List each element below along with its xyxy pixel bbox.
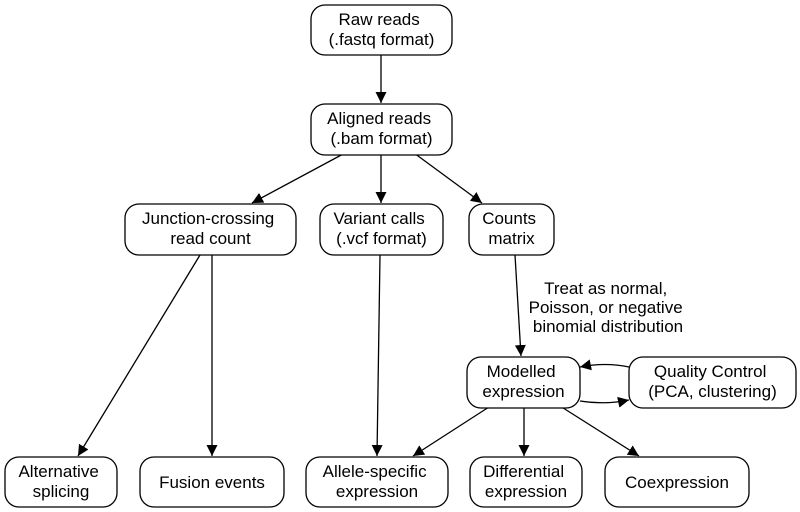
edge-label-line-2: Poisson, or negative bbox=[529, 298, 683, 317]
edge-aligned-to-counts bbox=[413, 152, 483, 204]
node-fusion-events-label: Fusion events bbox=[159, 473, 265, 492]
node-counts-matrix-label: Counts matrix bbox=[482, 209, 541, 248]
edge-qc-to-modelled bbox=[579, 359, 630, 371]
node-junction-line-1: Junction-crossing bbox=[142, 209, 274, 228]
node-qc-line-2: (PCA, clustering) bbox=[648, 382, 776, 401]
node-coexpression-line-1: Coexpression bbox=[625, 473, 729, 492]
node-aligned-reads: Aligned reads (.bam format) bbox=[310, 103, 453, 156]
node-raw-reads-line-1: Raw reads bbox=[339, 10, 420, 29]
edge-variant-to-allele bbox=[371, 254, 383, 457]
node-allele-specific-expression: Allele-specific expression bbox=[305, 456, 449, 508]
node-coexpression-label: Coexpression bbox=[625, 473, 729, 492]
node-alternative-splicing-label: Alternative splicing bbox=[18, 462, 103, 501]
node-junction-crossing-label: Junction-crossing read count bbox=[142, 209, 279, 248]
node-differential-line-2: expression bbox=[485, 482, 567, 501]
nodes: Raw reads (.fastq format) Aligned reads … bbox=[4, 4, 797, 508]
edge-label-line-1: Treat as normal, bbox=[544, 279, 667, 298]
node-raw-reads: Raw reads (.fastq format) bbox=[310, 4, 453, 56]
node-modelled-expression-label: Modelled expression bbox=[482, 362, 564, 401]
edge-aligned-to-junction bbox=[251, 152, 346, 204]
edge-modelled-to-coexpression bbox=[559, 405, 640, 457]
node-modelled-expression: Modelled expression bbox=[466, 356, 581, 409]
node-aligned-reads-line-2: (.bam format) bbox=[330, 129, 432, 148]
edge-counts-to-modelled bbox=[514, 254, 526, 357]
node-variant-calls-label: Variant calls (.vcf format) bbox=[333, 209, 429, 248]
node-counts-matrix: Counts matrix bbox=[468, 203, 555, 256]
counts-to-modelled-label: Treat as normal, Poisson, or negative bi… bbox=[529, 279, 688, 336]
node-variant-line-2: (.vcf format) bbox=[336, 229, 427, 248]
node-quality-control-label: Quality Control (PCA, clustering) bbox=[648, 362, 776, 401]
node-fusion-events: Fusion events bbox=[139, 456, 285, 508]
edges bbox=[77, 55, 640, 457]
node-allele-line-1: Allele-specific bbox=[323, 462, 427, 481]
node-differential-expression: Differential expression bbox=[469, 456, 583, 508]
node-variant-line-1: Variant calls bbox=[333, 209, 424, 228]
node-variant-calls: Variant calls (.vcf format) bbox=[319, 203, 444, 256]
node-junction-line-2: read count bbox=[170, 229, 251, 248]
edge-modelled-to-allele bbox=[412, 406, 490, 457]
node-allele-line-2: expression bbox=[336, 482, 418, 501]
edge-label-line-3: binomial distribution bbox=[533, 317, 683, 336]
node-aligned-reads-line-1: Aligned reads bbox=[327, 109, 431, 128]
edge-labels: Treat as normal, Poisson, or negative bi… bbox=[529, 279, 688, 336]
node-differential-line-1: Differential bbox=[483, 462, 564, 481]
node-junction-crossing: Junction-crossing read count bbox=[124, 203, 297, 256]
node-aligned-reads-label: Aligned reads (.bam format) bbox=[327, 109, 436, 148]
node-coexpression: Coexpression bbox=[604, 456, 750, 508]
node-counts-line-1: Counts bbox=[482, 209, 536, 228]
node-qc-line-1: Quality Control bbox=[654, 362, 766, 381]
node-modelled-line-1: Modelled bbox=[487, 362, 556, 381]
node-fusion-line-1: Fusion events bbox=[159, 473, 265, 492]
node-raw-reads-label: Raw reads (.fastq format) bbox=[329, 10, 435, 49]
node-quality-control: Quality Control (PCA, clustering) bbox=[628, 356, 797, 409]
edge-modelled-to-qc bbox=[579, 396, 630, 408]
node-raw-reads-line-2: (.fastq format) bbox=[329, 30, 435, 49]
node-counts-line-2: matrix bbox=[488, 229, 535, 248]
node-alt-splicing-line-1: Alternative bbox=[18, 462, 98, 481]
node-allele-specific-label: Allele-specific expression bbox=[323, 462, 432, 501]
edge-junction-to-alt-splicing bbox=[77, 254, 201, 457]
node-alternative-splicing: Alternative splicing bbox=[4, 456, 118, 508]
node-modelled-line-2: expression bbox=[482, 382, 564, 401]
node-differential-label: Differential expression bbox=[483, 462, 569, 501]
node-alt-splicing-line-2: splicing bbox=[33, 482, 90, 501]
